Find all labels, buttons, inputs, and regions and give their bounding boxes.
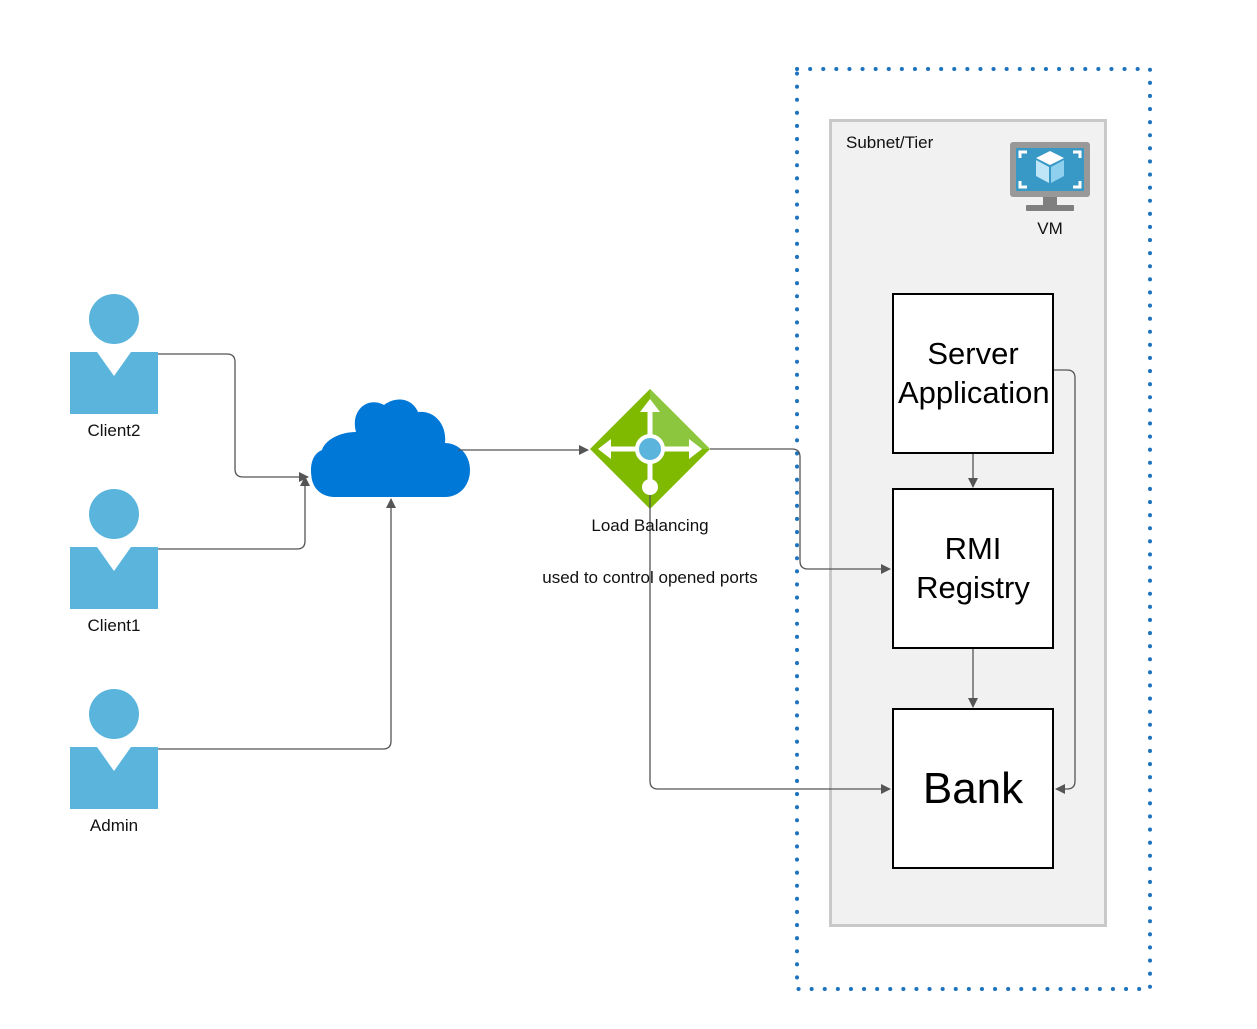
bank-box[interactable]: Bank xyxy=(892,708,1054,869)
connector-client2-cloud xyxy=(158,353,309,482)
vnet-dotted-boundary xyxy=(795,67,1152,991)
connector-server-bank xyxy=(1054,369,1076,794)
vm-icon[interactable] xyxy=(1010,142,1090,211)
load-balancer-note: used to control opened ports xyxy=(542,568,758,587)
subnet-tier-label: Subnet/Tier xyxy=(846,133,934,152)
user-icon[interactable] xyxy=(70,489,158,609)
user-label-client1: Client1 xyxy=(87,616,141,635)
user-icon[interactable] xyxy=(70,689,158,809)
load-balancer-icon[interactable] xyxy=(590,389,710,509)
server-application-label: Server Application xyxy=(898,335,1050,410)
server-application-box[interactable]: Server Application xyxy=(892,293,1054,454)
connector-admin-cloud xyxy=(158,498,396,750)
bank-label: Bank xyxy=(922,764,1024,813)
user-icon[interactable] xyxy=(70,294,158,414)
rmi-registry-label: RMI Registry xyxy=(916,530,1030,605)
load-balancing-label: Load Balancing xyxy=(591,516,709,535)
user-label-client2: Client2 xyxy=(87,421,141,440)
connector-loadbalancer-registry xyxy=(710,448,891,574)
user-label-admin: Admin xyxy=(89,816,139,835)
vm-label: VM xyxy=(1037,219,1063,238)
rmi-registry-box[interactable]: RMI Registry xyxy=(892,488,1054,649)
connector-client1-cloud xyxy=(158,476,310,550)
connector-loadbalancer-bank xyxy=(649,495,891,794)
cloud-icon[interactable] xyxy=(311,399,470,497)
